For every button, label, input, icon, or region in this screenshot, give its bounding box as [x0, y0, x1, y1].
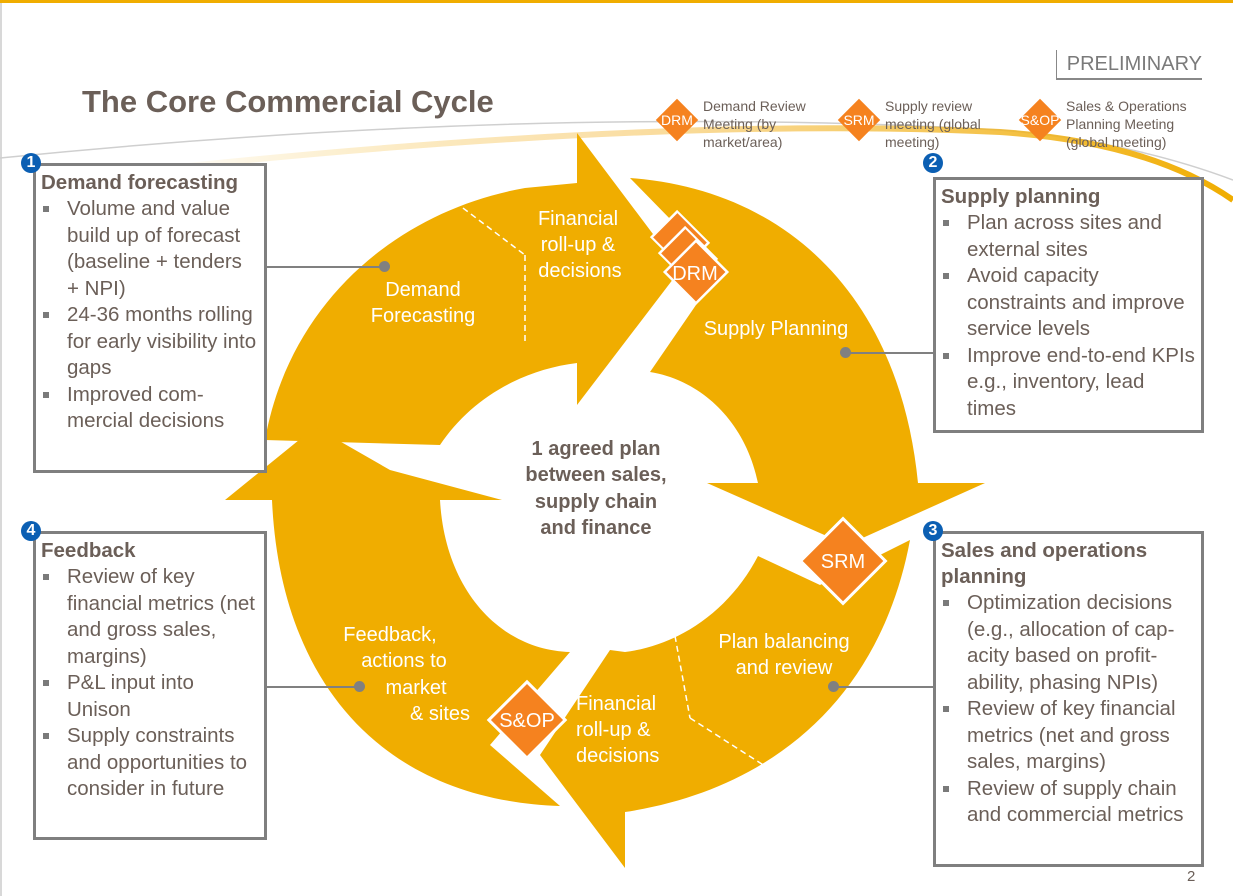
- cycle-label: market: [385, 677, 447, 699]
- slide-title: The Core Commercial Cycle: [82, 84, 494, 119]
- cycle-label: supply chain: [535, 491, 657, 513]
- connector-dot-2: [840, 347, 851, 358]
- cycle-segment-feedback: [225, 427, 570, 806]
- cycle-label: Financial: [576, 693, 656, 715]
- label-financial-rollup-bottom: Financial roll-up & decisions: [576, 693, 659, 767]
- drm-legend-icon: DRM: [655, 98, 699, 142]
- connector-dot-1: [379, 261, 390, 272]
- cycle-label: Demand: [385, 279, 461, 301]
- page-number: 2: [1187, 868, 1196, 885]
- connector-dot-4: [354, 681, 365, 692]
- srm-diamond: SRM: [798, 516, 888, 606]
- cycle-segment-balancing: [540, 540, 910, 868]
- step-number-2: 2: [923, 153, 943, 173]
- step-title: Sales and operations planning: [941, 539, 1148, 588]
- drm-diamond-stack: DRM: [649, 209, 730, 306]
- step-bullet: P&L input into Unison: [41, 670, 258, 723]
- swoosh-orange: [149, 125, 1233, 203]
- cycle-label: and review: [736, 657, 833, 679]
- center-statement: 1 agreed plan between sales, supply chai…: [525, 438, 666, 539]
- step-bullet: Plan across sites and external sites: [941, 210, 1195, 263]
- cycle-label: 1 agreed plan: [532, 438, 661, 460]
- cycle-label: Plan balancing: [718, 631, 849, 653]
- label-feedback: Feedback, actions to market & sites: [343, 624, 470, 725]
- cycle-label: roll-up &: [576, 719, 651, 741]
- cycle-shape: [486, 679, 568, 761]
- cycle-label: actions to: [361, 650, 447, 672]
- step-bullet: 24-36 months rolling for early visibilit…: [41, 302, 258, 382]
- label-supply-planning: Supply Planning: [704, 318, 849, 340]
- step-bullet: Supply constraints and opportunities to …: [41, 723, 258, 803]
- label-plan-balancing: Plan balancing and review: [718, 631, 849, 679]
- step-box-feedback: Feedback Review of key financial metrics…: [33, 531, 267, 840]
- sop-diamond-label: S&OP: [499, 710, 555, 732]
- step-bullet: Improved com-mercial decisions: [41, 382, 258, 435]
- cycle-label: Financial: [538, 208, 618, 230]
- cycle-label: and finance: [540, 517, 651, 539]
- step-bullet: Review of supply chain and commercial me…: [941, 776, 1195, 829]
- step-number-3: 3: [923, 521, 943, 541]
- srm-legend-icon: SRM: [837, 98, 881, 142]
- swoosh-grey: [0, 120, 1233, 181]
- cycle-label: Supply Planning: [704, 318, 849, 340]
- step-bullet: Avoid capacity constraints and improve s…: [941, 263, 1195, 343]
- step-bullet: Improve end-to-end KPIs e.g., inventory,…: [941, 343, 1195, 423]
- sop-diamond: S&OP: [486, 679, 568, 761]
- preliminary-badge: PRELIMINARY: [1056, 50, 1202, 80]
- step-bullet: Volume and value build up of forecast (b…: [41, 196, 258, 302]
- cycle-label: Forecasting: [371, 305, 476, 327]
- connector-step-2: [846, 352, 934, 354]
- step-title: Feedback: [41, 539, 136, 562]
- step-number-4: 4: [21, 521, 41, 541]
- cycle-shape: [662, 238, 730, 306]
- cycle-label: Feedback,: [343, 624, 436, 646]
- label-financial-rollup-top: Financial roll-up & decisions: [538, 208, 622, 282]
- drm-diamond-label: DRM: [672, 263, 718, 285]
- step-box-demand-forecasting: Demand forecasting Volume and value buil…: [33, 163, 267, 473]
- sop-legend-icon: S&OP: [1018, 98, 1062, 142]
- cycle-label: decisions: [576, 745, 659, 767]
- connector-dot-3: [828, 681, 839, 692]
- label-demand-forecasting: Demand Forecasting: [371, 279, 476, 327]
- step-bullet: Optimization decisions (e.g., allocation…: [941, 590, 1195, 696]
- left-border: [0, 3, 2, 896]
- divider-dashed-4: [689, 717, 769, 769]
- cycle-label: decisions: [538, 260, 621, 282]
- connector-step-4: [266, 686, 360, 688]
- cycle-label: & sites: [410, 703, 470, 725]
- step-box-supply-planning: Supply planning Plan across sites and ex…: [933, 177, 1204, 433]
- step-bullet: Review of key financial metrics (net and…: [941, 696, 1195, 776]
- cycle-shape: [798, 516, 888, 606]
- cycle-segment-demand: [265, 133, 680, 445]
- cycle-segment-supply: [630, 178, 985, 545]
- srm-diamond-label: SRM: [821, 551, 865, 573]
- step-box-sales-operations-planning: Sales and operations planning Optimizati…: [933, 531, 1204, 867]
- step-bullet: Review of key financial metrics (net and…: [41, 564, 258, 670]
- connector-step-3: [833, 686, 934, 688]
- divider-dashed-1: [454, 201, 526, 256]
- connector-step-1: [266, 266, 384, 268]
- step-number-1: 1: [21, 153, 41, 173]
- divider-dashed-3: [674, 635, 691, 719]
- cycle-label: between sales,: [525, 464, 666, 486]
- cycle-label: roll-up &: [541, 234, 616, 256]
- step-title: Supply planning: [941, 185, 1101, 208]
- step-title: Demand forecasting: [41, 171, 239, 194]
- top-accent-bar: [0, 0, 1233, 3]
